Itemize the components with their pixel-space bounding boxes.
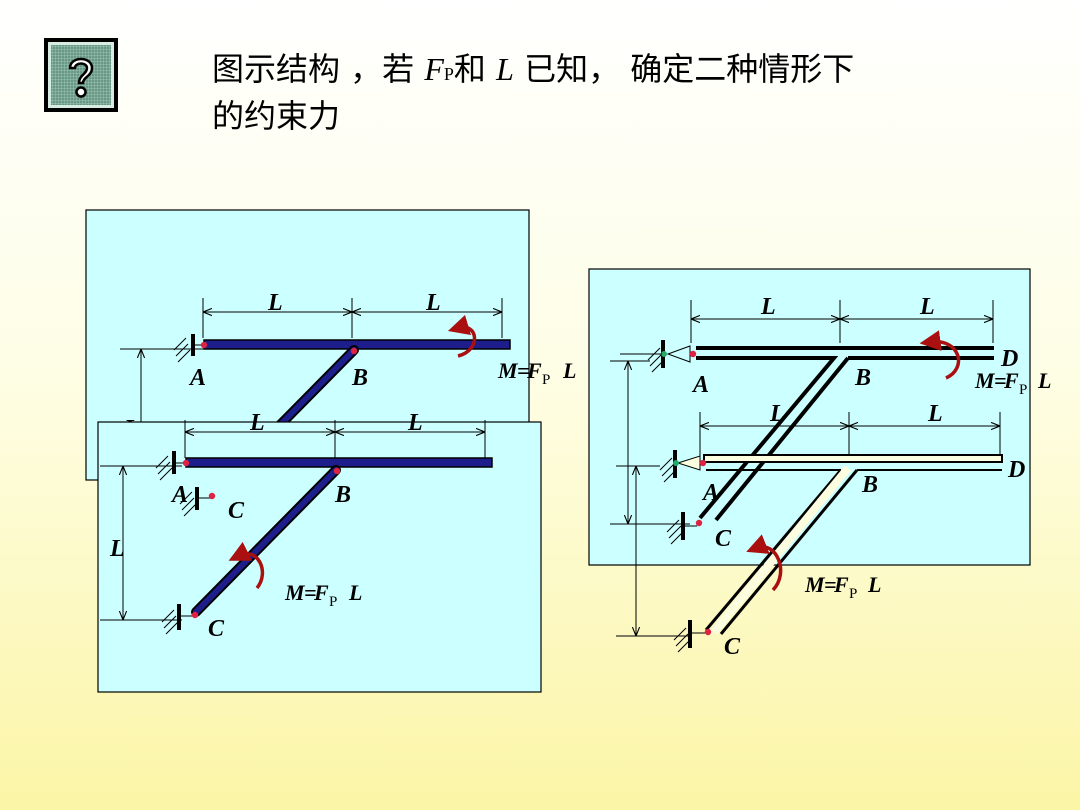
label-a: A [188, 365, 206, 391]
question-line2: 的约束力 [212, 97, 341, 135]
dim-l-label: L [927, 401, 943, 427]
moment-l: L [867, 572, 881, 597]
question-line1-a: 图示结构 ，若 [212, 50, 425, 88]
moment-p: P [542, 372, 550, 388]
moment-m: M [974, 368, 996, 393]
label-c: C [228, 498, 245, 524]
l-symbol: L [496, 51, 514, 87]
question-line1-c: 已知， 确定二种情形下 [513, 50, 855, 88]
dim-l-label: L [769, 401, 785, 427]
moment-f: F [313, 580, 329, 605]
label-c: C [208, 616, 225, 642]
fp-symbol: F [424, 51, 444, 87]
dim-l-label: L [760, 294, 776, 320]
label-b: B [334, 482, 351, 508]
label-b: B [861, 472, 878, 498]
moment-l: L [562, 358, 576, 383]
dim-l-label: L [919, 294, 935, 320]
question-line1-b: 和 [453, 50, 497, 88]
moment-f: F [526, 358, 542, 383]
label-a: A [691, 372, 709, 398]
moment-eq: = [994, 368, 1007, 393]
question-icon[interactable] [44, 38, 118, 112]
label-b: B [854, 365, 871, 391]
moment-l: L [348, 580, 362, 605]
left-front-panel: L L L A B C C M = F P L [97, 410, 542, 693]
moment-m: M [804, 572, 826, 597]
dim-l-label: L [425, 290, 441, 316]
moment-f: F [1003, 368, 1019, 393]
label-d: D [1000, 346, 1018, 372]
label-b: B [351, 365, 368, 391]
moment-m: M [284, 580, 306, 605]
moment-f: F [833, 572, 849, 597]
dim-l-label: L [407, 410, 423, 436]
fp-subscript: P [443, 64, 454, 84]
label-a: A [701, 480, 719, 506]
moment-p: P [329, 594, 337, 610]
moment-eq: = [304, 580, 317, 605]
moment-p: P [849, 586, 857, 602]
moment-eq: = [824, 572, 837, 597]
label-a: A [170, 482, 188, 508]
label-c: C [724, 634, 741, 660]
moment-p: P [1019, 382, 1027, 398]
right-panel: L L A B D M = F P L L L [588, 268, 1051, 660]
moment-eq: = [517, 358, 530, 383]
moment-l: L [1037, 368, 1051, 393]
label-c: C [715, 526, 732, 552]
label-d: D [1007, 457, 1025, 483]
dim-l-label: L [109, 536, 125, 562]
dim-l-label: L [267, 290, 283, 316]
moment-m: M [497, 358, 519, 383]
dim-l-label: L [249, 410, 265, 436]
question-text: 图示结构 ，若 FP和 L 已知， 确定二种情形下 的约束力 [212, 48, 1012, 137]
